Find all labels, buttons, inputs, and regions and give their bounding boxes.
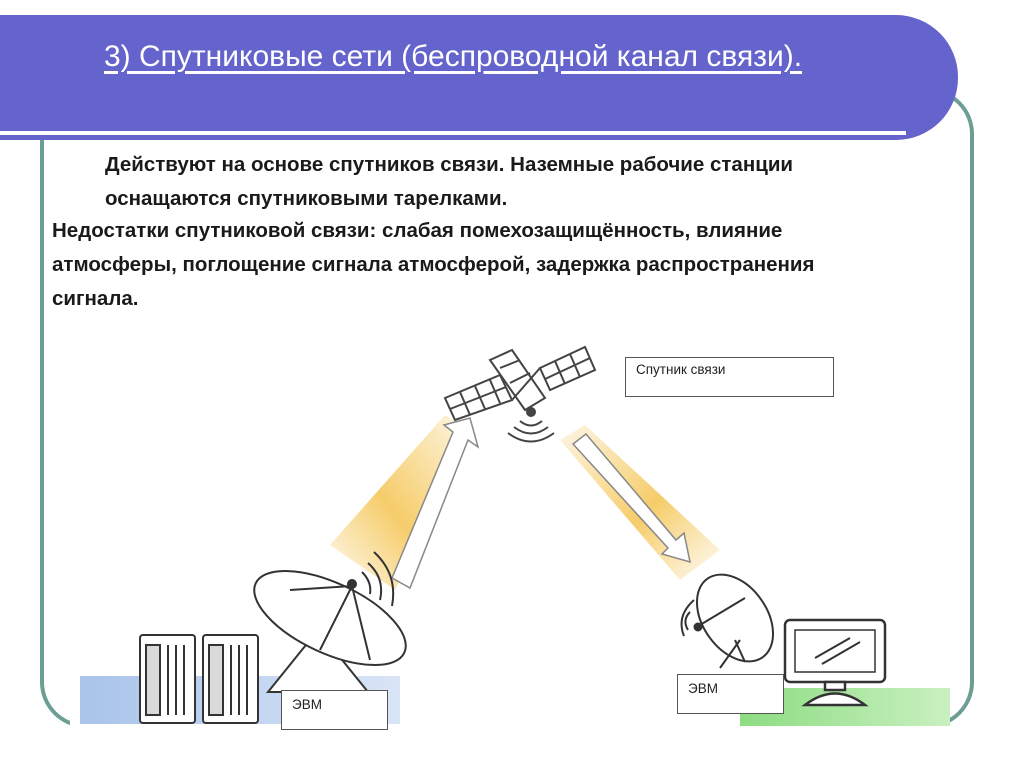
- paragraph-1-line-1: Действуют на основе спутников связи. Наз…: [105, 153, 794, 176]
- computer-monitor-icon: [783, 618, 887, 707]
- right-station-label-box: ЭВМ: [677, 674, 784, 714]
- paragraph-2-line-1: Недостатки спутниковой связи: слабая пом…: [52, 219, 783, 242]
- left-station-label-box: ЭВМ: [281, 690, 388, 730]
- satellite-label: Спутник связи: [636, 362, 726, 377]
- right-station-label: ЭВМ: [688, 681, 718, 696]
- paragraph-2-line-3: сигнала.: [52, 287, 139, 310]
- server-rack-icon: [139, 634, 259, 724]
- downlink-beam: [560, 425, 720, 580]
- satellite-label-box: Спутник связи: [625, 357, 834, 397]
- banner-divider: [0, 131, 906, 135]
- slide-title: 3) Спутниковые сети (беспроводной канал …: [104, 40, 803, 73]
- paragraph-2: Недостатки спутниковой связи: слабая пом…: [52, 214, 814, 316]
- small-satellite-dish-icon: [680, 573, 775, 669]
- left-station-label: ЭВМ: [292, 697, 322, 712]
- title-banner: [0, 15, 958, 140]
- satellite-icon: [443, 345, 597, 443]
- uplink-beam: [330, 415, 480, 590]
- paragraph-1-line-2: оснащаются спутниковыми тарелками.: [105, 187, 508, 210]
- paragraph-2-line-2: атмосферы, поглощение сигнала атмосферой…: [52, 253, 815, 276]
- paragraph-1: Действуют на основе спутников связи. Наз…: [105, 148, 793, 216]
- large-satellite-dish-icon: [253, 551, 407, 693]
